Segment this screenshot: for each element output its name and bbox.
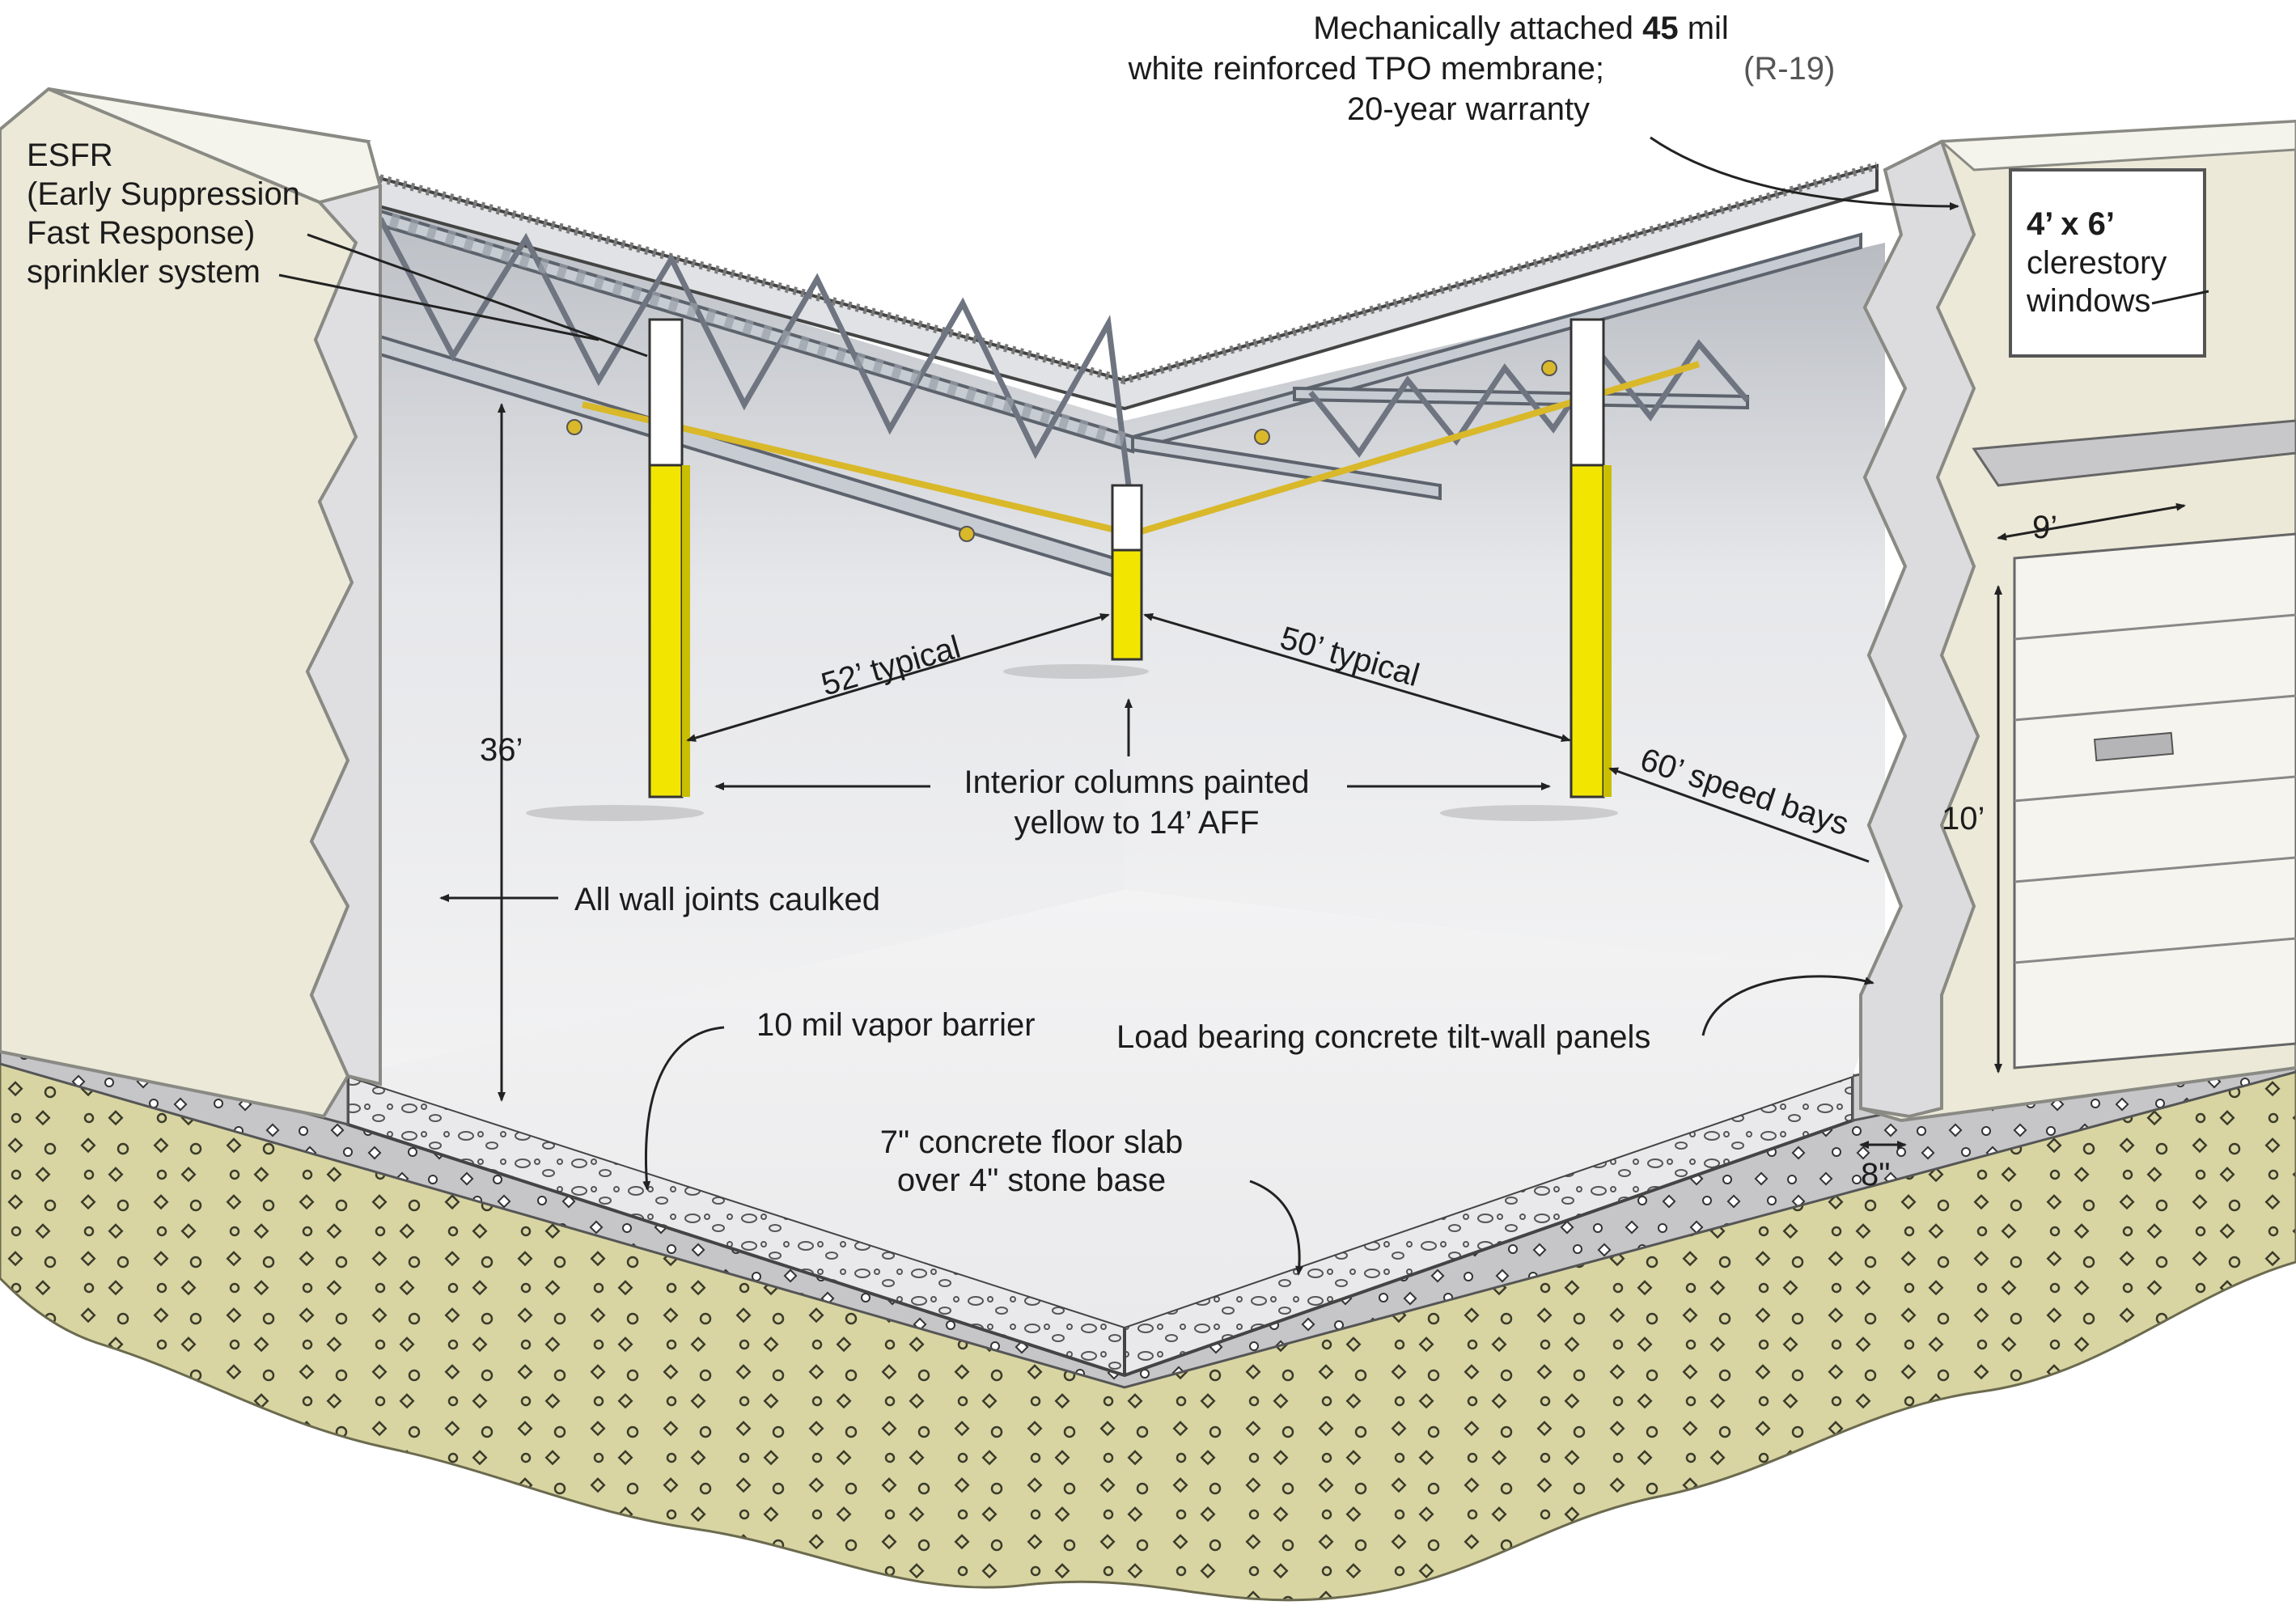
overhead-dock-door [2013,532,2296,1069]
svg-text:(R-19): (R-19) [1743,51,1835,87]
slab-label: 7" concrete floor slab over 4" stone bas… [880,1125,1183,1198]
soil-layer [0,1050,2296,1602]
wall-joints-label: All wall joints caulked [574,882,880,917]
slab-leader [1249,1180,1304,1276]
svg-text:Interior columns painted: Interior columns painted [964,765,1310,800]
membrane-label: Mechanically attached 45 mil white reinf… [1128,11,1836,127]
tilt-wall-label: Load bearing concrete tilt-wall panels [1116,1019,1650,1055]
svg-text:clerestory: clerestory [2027,245,2167,281]
columns-label: Interior columns painted yellow to 14’ A… [964,765,1310,841]
esfr-leader-1 [307,233,648,358]
membrane-leader [1650,136,1959,210]
esfr-label: ESFR (Early Suppression Fast Response) s… [27,138,300,290]
svg-text:windows: windows [2026,283,2150,319]
dim-9-line [1997,502,2186,541]
interior-column-right [1440,318,1618,821]
dim-36-label: 36’ [480,732,523,768]
svg-text:20-year warranty: 20-year warranty [1347,91,1590,127]
dim-52-line [686,613,1110,742]
vapor-barrier-leader [642,1026,725,1191]
dim-8-label: 8" [1861,1157,1890,1192]
tilt-wall-leader [1701,975,1875,1036]
svg-text:Mechanically attached 45 mil: Mechanically attached 45 mil [1313,11,1729,46]
warehouse-floor [348,890,1885,1327]
clerestory-label: 4’ x 6’ clerestory windows [2026,206,2167,319]
svg-text:7" concrete floor slab: 7" concrete floor slab [880,1125,1183,1160]
svg-text:white reinforced TPO membrane;: white reinforced TPO membrane; [1128,51,1604,87]
clerestory-window [2009,168,2206,358]
right-tilt-wall [1859,119,2296,1123]
svg-text:4’ x 6’: 4’ x 6’ [2027,206,2115,242]
svg-text:Fast Response): Fast Response) [27,215,255,251]
dim-50-line [1143,613,1571,742]
svg-text:yellow to 14’ AFF: yellow to 14’ AFF [1014,805,1259,841]
svg-text:sprinkler system: sprinkler system [27,254,261,290]
svg-text:over 4" stone base: over 4" stone base [897,1163,1166,1198]
svg-text:(Early Suppression: (Early Suppression [27,176,300,212]
dim-9-label: 9’ [2032,510,2057,545]
dim-60-line [1608,767,1870,863]
vapor-barrier-label: 10 mil vapor barrier [756,1007,1036,1043]
clerestory-leader [2151,290,2209,305]
esfr-leader-2 [278,273,599,341]
interior-column-left [526,318,704,821]
left-tilt-wall [0,87,383,1119]
svg-text:ESFR: ESFR [27,138,113,173]
interior-back-wall-right [1125,243,1885,979]
dim-10-label: 10’ [1942,801,1985,837]
